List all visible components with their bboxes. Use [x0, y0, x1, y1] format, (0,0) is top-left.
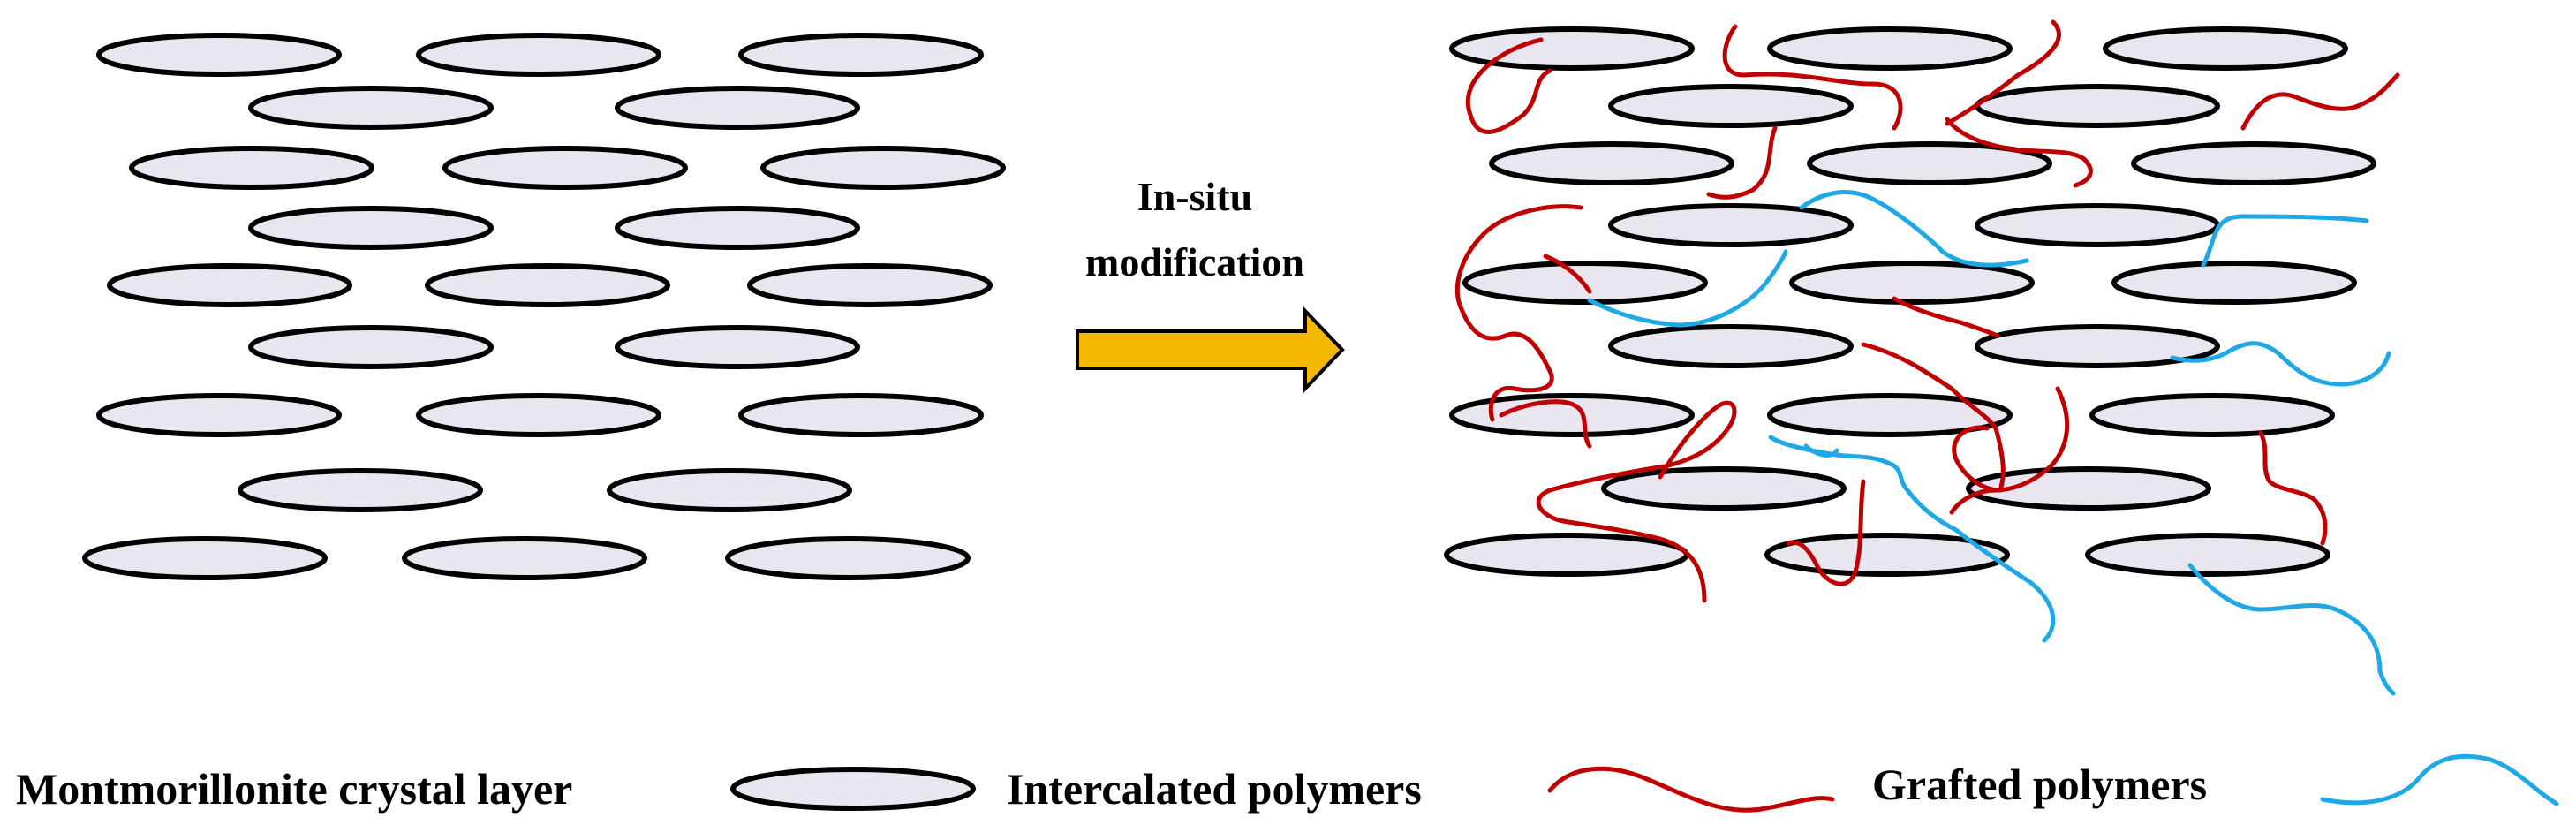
clay-platelet	[107, 263, 352, 307]
legend-clay-ellipse	[730, 767, 976, 811]
clay-platelet	[2089, 393, 2335, 437]
process-label-line2: modification	[1085, 239, 1304, 284]
grafted-chain	[1803, 443, 1839, 458]
clay-platelet	[760, 146, 1006, 190]
clay-platelet	[1807, 141, 2052, 185]
clay-platelet	[1789, 261, 2035, 305]
grafted-polymer-chains	[1587, 190, 2396, 696]
clay-platelet	[1449, 393, 1695, 437]
intercalated-polymer-chains	[1454, 19, 2400, 603]
grafted-chain	[2187, 563, 2396, 696]
intercalated-chain	[1454, 204, 1583, 422]
legend: Montmorillonite crystal layer Intercalat…	[16, 753, 2559, 814]
clay-platelet	[747, 263, 993, 307]
clay-platelet	[238, 468, 483, 512]
grafted-chain	[1953, 527, 2056, 643]
clay-platelet	[1767, 393, 2013, 437]
clay-platelet	[738, 393, 984, 437]
clay-platelet	[1966, 466, 2211, 511]
right-arrow-icon	[1076, 306, 1345, 393]
intercalated-chain	[1465, 37, 1552, 134]
legend-clay-swatch	[730, 767, 976, 811]
legend-clay-label: Montmorillonite crystal layer	[16, 764, 572, 814]
intercalated-chain	[2240, 72, 2400, 131]
legend-intercalated-swatch	[1547, 766, 1835, 813]
clay-platelet	[1764, 533, 2010, 577]
clay-platelet	[1444, 533, 1689, 577]
intercalated-chain	[1722, 24, 1903, 131]
legend-grafted-label: Grafted polymers	[1872, 760, 2207, 809]
grafted-chain	[2170, 341, 2391, 387]
clay-platelet	[615, 206, 860, 250]
clay-platelet	[1608, 324, 1854, 368]
intercalated-chain	[1892, 296, 2000, 338]
clay-platelet	[607, 468, 852, 512]
intercalated-chain	[1536, 400, 1737, 603]
clay-platelet	[615, 86, 860, 130]
clay-platelet	[1449, 26, 1695, 71]
intercalated-chain	[1952, 425, 2003, 493]
process-label-line1: In-situ	[1137, 174, 1252, 219]
intercalated-chain	[1945, 117, 2093, 188]
clay-platelet	[2131, 141, 2376, 185]
intercalated-chain	[1543, 254, 1592, 294]
clay-platelet	[248, 86, 494, 130]
clay-platelet	[1975, 203, 2220, 247]
clay-platelet	[402, 536, 647, 580]
intercalated-chain	[1945, 19, 2061, 126]
clay-platelet	[416, 33, 661, 77]
clay-platelet	[82, 536, 328, 580]
intercalated-chain	[1861, 342, 2006, 493]
clay-platelet	[615, 325, 860, 369]
modification-arrow: In-situ modification	[1076, 174, 1345, 393]
grafted-chain	[1799, 190, 2029, 268]
intercalated-chain	[1706, 125, 1778, 200]
clay-platelet	[248, 325, 494, 369]
clay-platelet	[2085, 533, 2330, 577]
intercalated-chain	[1949, 386, 2070, 515]
clay-platelet	[725, 536, 971, 580]
clay-platelet	[1608, 84, 1854, 128]
clay-platelet	[248, 206, 494, 250]
clay-platelet	[96, 393, 342, 437]
grafted-chain	[2201, 214, 2369, 268]
clay-platelet	[738, 33, 984, 77]
legend-grafted-swatch	[2320, 753, 2559, 806]
clay-platelet	[1608, 203, 1854, 247]
clay-platelet	[2111, 261, 2357, 305]
clay-platelet	[425, 263, 670, 307]
clay-platelet	[2103, 26, 2348, 71]
clay-platelet	[1767, 26, 2013, 71]
clay-platelet	[442, 146, 688, 190]
modified-clay-stack	[1444, 26, 2376, 577]
clay-platelet	[129, 146, 374, 190]
clay-platelet	[1601, 466, 1847, 511]
legend-intercalated-label: Intercalated polymers	[1007, 764, 1422, 814]
intercalated-chain	[2258, 430, 2328, 546]
grafted-chain	[1587, 249, 1788, 328]
clay-platelet	[416, 393, 661, 437]
intercalated-chain	[1499, 399, 1592, 449]
clay-platelet	[1489, 141, 1734, 185]
clay-platelet	[1975, 84, 2220, 128]
pristine-clay-stack	[82, 33, 1006, 580]
clay-platelet	[1975, 324, 2220, 368]
clay-platelet	[96, 33, 342, 77]
intercalated-chain	[1786, 479, 1866, 586]
